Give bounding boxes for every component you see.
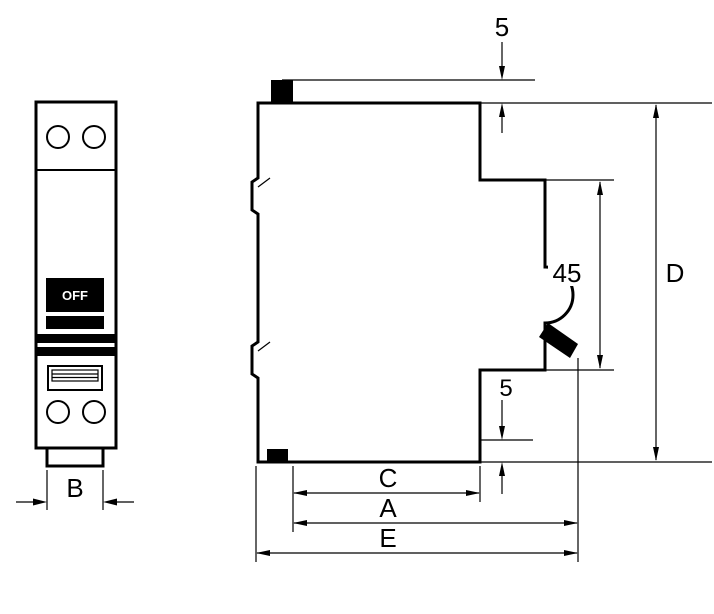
body-stripe-lower [36,347,116,356]
dimension-top-offset-5: 5 [495,12,509,133]
side-view [250,80,578,464]
terminal-screw-top-left [46,125,70,149]
dimension-depth-a: A [293,493,578,526]
dimension-depth-e: E [256,523,578,556]
dimension-total-height-d: D [653,104,684,461]
dim-label-bottom-5: 5 [499,375,512,402]
rail-clip-detail-line [257,341,271,352]
dimension-width-b: B [16,470,134,510]
arrowhead-up-icon [653,104,659,118]
dim-label-45: 45 [553,258,582,288]
front-view: OFF [34,100,118,468]
dim-label-mask [548,258,586,286]
arrowhead-up-icon [597,181,603,195]
arrowhead-left-icon [103,498,117,506]
arrowhead-left-icon [256,550,270,556]
dim-label-e: E [379,523,396,553]
arrowhead-right-icon [33,498,47,506]
dimension-depth-c: C [293,463,480,496]
body-stripe-upper [36,334,116,343]
dim-label-b: B [66,473,83,503]
front-body-outline [34,100,118,450]
switch-state-label: OFF [62,288,88,303]
dim-label-top-5: 5 [495,12,509,42]
arrowhead-up-icon [499,103,505,117]
dim-label-a: A [379,493,397,523]
label-window-insert [51,369,99,382]
bottom-rail-clip [267,449,288,462]
dimension-front-height-45: 45 [548,181,603,369]
arrowhead-right-icon [564,550,578,556]
arrowhead-right-icon [466,490,480,496]
arrowhead-right-icon [564,520,578,526]
arrowhead-left-icon [293,520,307,526]
arrowhead-down-icon [597,355,603,369]
terminal-screw-top-right [82,125,106,149]
arrowhead-left-icon [293,490,307,496]
arrowhead-down-icon [499,426,505,440]
dim-label-c: C [379,463,398,493]
arrowhead-down-icon [653,447,659,461]
front-bottom-tab [45,446,105,468]
side-body-outline [250,101,575,464]
side-view-dimensions: 5 5 45 D C [255,12,712,562]
terminal-screw-bottom-right [82,400,106,424]
terminal-screw-bottom-left [46,400,70,424]
rail-clip-detail-line [257,177,271,188]
toggle-lever [539,323,578,358]
top-rail-clip [271,80,293,103]
arrowhead-up-icon [499,462,505,476]
toggle-switch-face [46,278,104,312]
dimension-bottom-offset-5: 5 [499,375,513,494]
toggle-switch-slot [46,316,104,329]
dim-label-d: D [666,258,685,288]
arrowhead-down-icon [499,66,505,80]
